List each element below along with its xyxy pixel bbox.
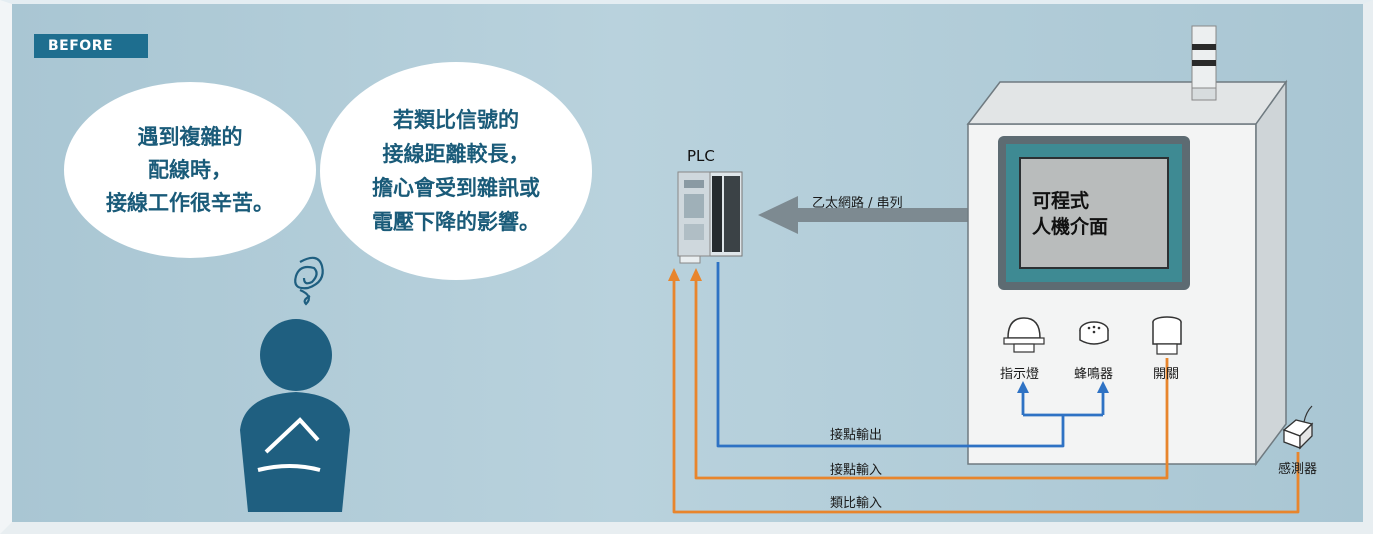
sensor-icon (1282, 405, 1314, 450)
signal-tower-icon (1191, 25, 1217, 101)
indicator-lamp-icon (1003, 317, 1045, 353)
hmi-panel-icon (998, 136, 1190, 290)
bubble-line: 若類比信號的 (393, 108, 519, 132)
contact-input-wire (694, 278, 1169, 480)
bubble-line: 配線時， (148, 157, 232, 182)
plc-device-icon (677, 171, 743, 264)
bubble-line: 接線工作很辛苦。 (106, 190, 274, 215)
hmi-label: 可程式 人機介面 (1016, 188, 1140, 240)
bubble-line: 擔心會受到雜訊或 (372, 176, 540, 200)
analog-input-label: 類比輸入 (830, 496, 883, 511)
switch-icon (1152, 316, 1182, 355)
bubble-line: 接線距離較長， (382, 142, 530, 166)
before-tag: BEFORE (34, 34, 148, 58)
speech-bubble-analog: 若類比信號的 接線距離較長， 擔心會受到雜訊或 電壓下降的影響。 (320, 62, 592, 280)
indicator-label: 指示燈 (1000, 367, 1040, 382)
hmi-label-line: 可程式 (1032, 190, 1090, 212)
wire-arrowheads (668, 268, 1109, 393)
contact-output-wire (716, 262, 1105, 448)
analog-input-wire (672, 278, 1300, 514)
worry-scribble-icon (294, 256, 324, 306)
ethernet-arrow (758, 196, 1016, 234)
buzzer-icon (1079, 321, 1109, 345)
bubble-line: 電壓下降的影響。 (372, 210, 540, 234)
worried-person-icon (240, 319, 350, 512)
sensor-label: 感測器 (1278, 462, 1318, 477)
contact-output-label: 接點輸出 (830, 428, 883, 443)
hmi-label-line: 人機介面 (1032, 216, 1109, 238)
ethernet-label: 乙太網路 / 串列 (812, 196, 903, 211)
person-arm-outline (257, 417, 321, 472)
speech-bubble-wiring: 遇到複雜的 配線時， 接線工作很辛苦。 (64, 82, 316, 258)
plc-label: PLC (687, 147, 715, 165)
buzzer-label: 蜂鳴器 (1074, 367, 1114, 382)
contact-input-label: 接點輸入 (830, 463, 883, 478)
bubble-line: 遇到複雜的 (137, 124, 243, 149)
switch-label: 開關 (1153, 367, 1180, 382)
